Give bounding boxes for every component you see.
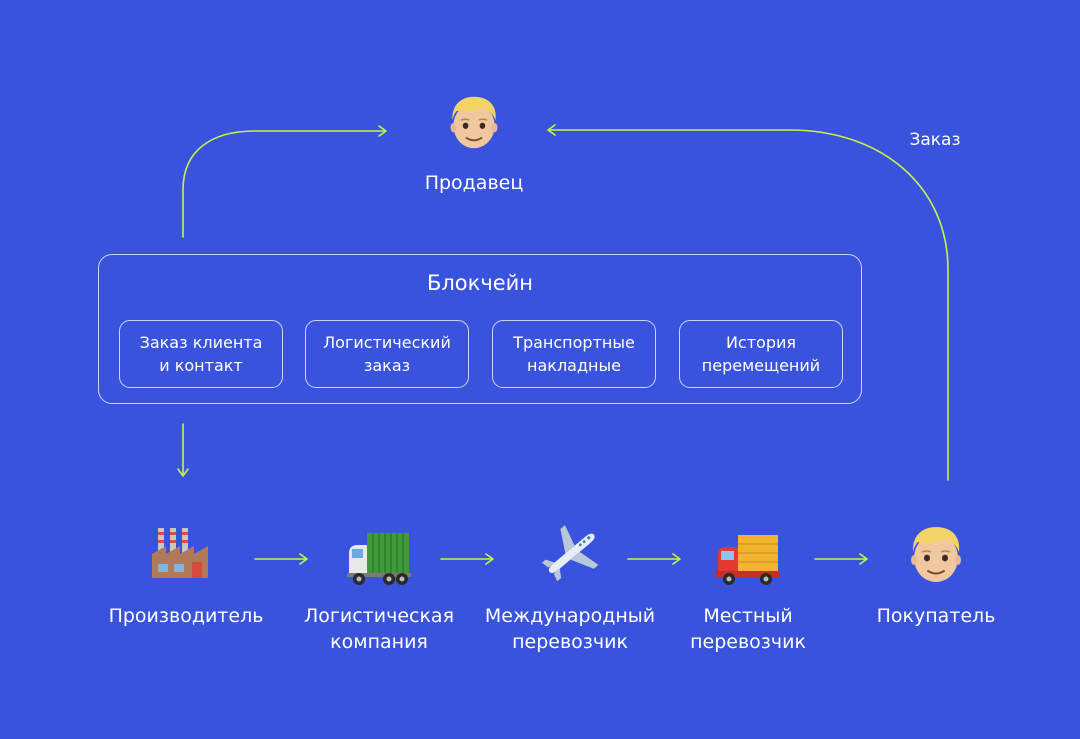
arrow-head-chain-2 (485, 553, 494, 565)
factory-icon (152, 528, 208, 578)
green-truck-icon (347, 533, 411, 585)
chain-label-international-carrier: Международный перевозчик (484, 605, 656, 653)
chain-label-buyer: Покупатель (876, 605, 996, 627)
chain-label-logistics-company: Логистическая компания (303, 605, 454, 653)
order-label: Заказ (909, 130, 961, 150)
man-face-icon (911, 527, 961, 582)
chain-label-local-carrier: Местный перевозчик (690, 605, 806, 653)
delivery-truck-icon (716, 535, 780, 585)
seller-label: Продавец (424, 172, 524, 194)
arrow-blockchain-to-seller (182, 130, 386, 238)
blockchain-item-movement-history: История перемещений (679, 320, 843, 388)
blockchain-item-customer-order: Заказ клиента и контакт (119, 320, 283, 388)
arrow-head-buyer-to-seller (547, 124, 556, 136)
arrow-head-blockchain-to-producer (177, 468, 189, 477)
blockchain-title: Блокчейн (426, 271, 534, 295)
arrow-head-blockchain-to-seller (378, 125, 387, 137)
airplane-icon (541, 525, 599, 582)
arrow-head-chain-3 (672, 553, 681, 565)
chain-label-producer: Производитель (108, 605, 264, 627)
blockchain-item-waybills: Транспортные накладные (492, 320, 656, 388)
arrow-head-chain-1 (299, 553, 308, 565)
blockchain-box (98, 254, 862, 404)
blockchain-item-logistics-order: Логистический заказ (305, 320, 469, 388)
arrow-head-chain-4 (859, 553, 868, 565)
man-face-icon (450, 96, 498, 149)
